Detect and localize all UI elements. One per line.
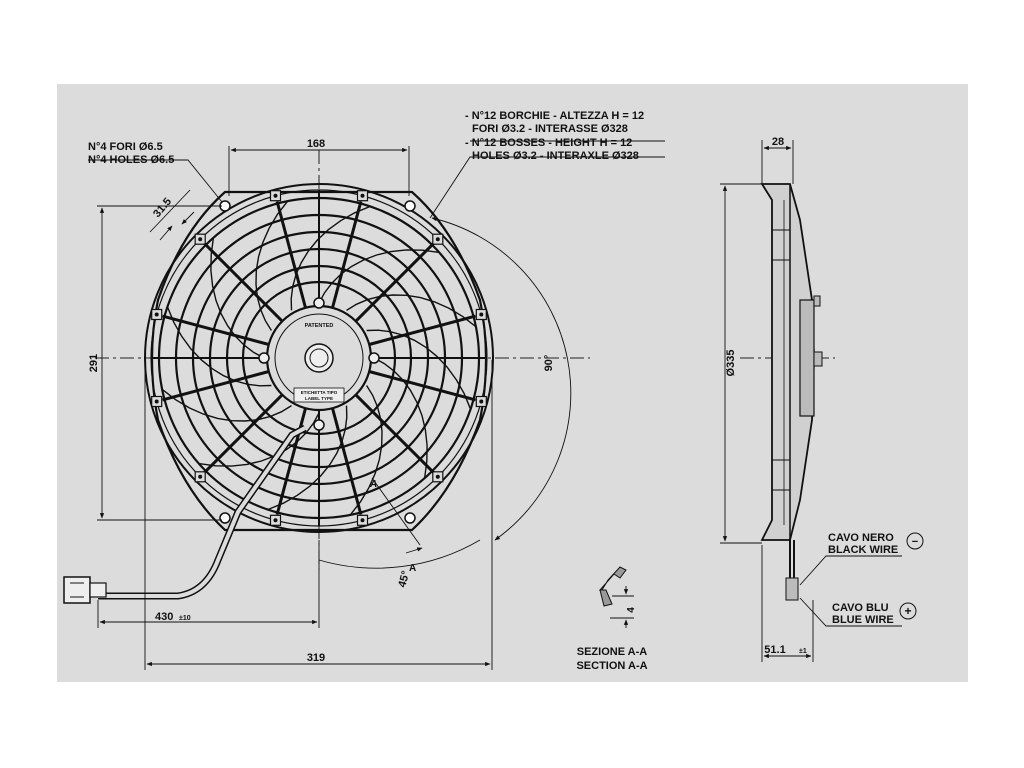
rib: [162, 314, 270, 346]
minus-icon: [906, 532, 924, 550]
section-letter-top: A: [369, 479, 377, 490]
plus-icon: [899, 602, 917, 620]
bosses-note-2: FORI Ø3.2 - INTERASSE Ø328: [472, 123, 628, 135]
label-box: [293, 387, 345, 403]
section-a-a: 4 SEZIONE A-A SECTION A-A: [576, 566, 648, 672]
blue-wire-en: BLUE WIRE: [832, 614, 894, 626]
front-dimensions: [88, 140, 665, 670]
dim-height: 291: [88, 354, 100, 372]
boss-hole: [198, 237, 203, 242]
label-box-line-2: LABEL TYPE: [305, 396, 333, 401]
grille-ribs: [151, 190, 487, 526]
blade: [255, 200, 289, 331]
rib: [162, 370, 270, 402]
rib: [331, 407, 363, 515]
bosses-note-1: - N°12 BORCHIE - ALTEZZA H = 12: [465, 110, 644, 122]
rib: [354, 393, 435, 474]
dim-depth: 28: [772, 136, 784, 148]
rib: [203, 393, 284, 474]
black-wire-symbol: −: [912, 536, 918, 548]
bosses-note-4: HOLES Ø3.2 - INTERAXLE Ø328: [472, 150, 639, 162]
blade: [166, 306, 272, 387]
dim-angle-45: 45°: [396, 570, 412, 589]
blue-wire-it: CAVO BLU: [832, 602, 889, 614]
boss-hole: [154, 399, 159, 404]
dim-diameter: Ø335: [725, 350, 737, 377]
bosses-note-3: - N°12 BOSSES - HEIGHT H = 12: [465, 137, 632, 149]
boss-hole: [273, 518, 278, 523]
section-letter-bottom: A: [409, 563, 416, 574]
blade: [210, 237, 265, 359]
boss-hole: [198, 474, 203, 479]
boss-hole: [360, 193, 365, 198]
dim-top-width: 168: [307, 138, 325, 150]
boss-hole: [479, 399, 484, 404]
boss-hole: [479, 312, 484, 317]
blade: [267, 405, 348, 511]
rib: [275, 201, 307, 309]
blade: [373, 357, 428, 479]
boss-hole: [154, 312, 159, 317]
dim-angle-90: 90°: [543, 355, 555, 372]
fan-blades: [161, 200, 477, 516]
fan-side-view: 28 Ø335 51.1 ±1 CAVO NERO BLACK WIRE − C…: [720, 136, 924, 662]
dim-hole-offset: 31.5: [151, 196, 174, 220]
holes-note-it: N°4 FORI Ø6.5: [88, 141, 163, 153]
black-wire-it: CAVO NERO: [828, 532, 894, 544]
hub-center: [304, 343, 334, 373]
fan-front-view: PATENTED ETICHETTA TIPO LABEL TYPE: [63, 150, 590, 604]
label-box-line-1: ETICHETTA TIPO: [301, 390, 338, 395]
blade: [290, 205, 371, 311]
dim-cable: 430: [155, 611, 173, 623]
boss-hole: [435, 474, 440, 479]
side-frame: [760, 183, 815, 541]
dim-bottom: 51.1: [764, 644, 785, 656]
dim-bottom-tol: ±1: [799, 648, 807, 655]
connector: [63, 576, 91, 604]
boss-hole: [435, 237, 440, 242]
blade: [349, 385, 383, 516]
section-title-it: SEZIONE A-A: [577, 646, 648, 658]
rib: [354, 242, 435, 323]
blade: [318, 249, 440, 304]
hub-label: PATENTED: [305, 323, 334, 329]
section-title-en: SECTION A-A: [576, 660, 647, 672]
rib: [203, 242, 284, 323]
holes-note-en: N°4 HOLES Ø6.5: [88, 154, 174, 166]
side-connector: [785, 577, 799, 601]
rib: [331, 201, 363, 309]
dim-width: 319: [307, 652, 325, 664]
boss-hole: [360, 518, 365, 523]
section-thickness: 4: [626, 607, 637, 613]
rib: [275, 407, 307, 515]
boss-hole: [273, 193, 278, 198]
black-wire-en: BLACK WIRE: [828, 544, 898, 556]
blade: [161, 388, 292, 422]
side-motor: [799, 299, 815, 417]
blue-wire-symbol: +: [904, 604, 911, 618]
dim-cable-tol: ±10: [179, 615, 191, 622]
